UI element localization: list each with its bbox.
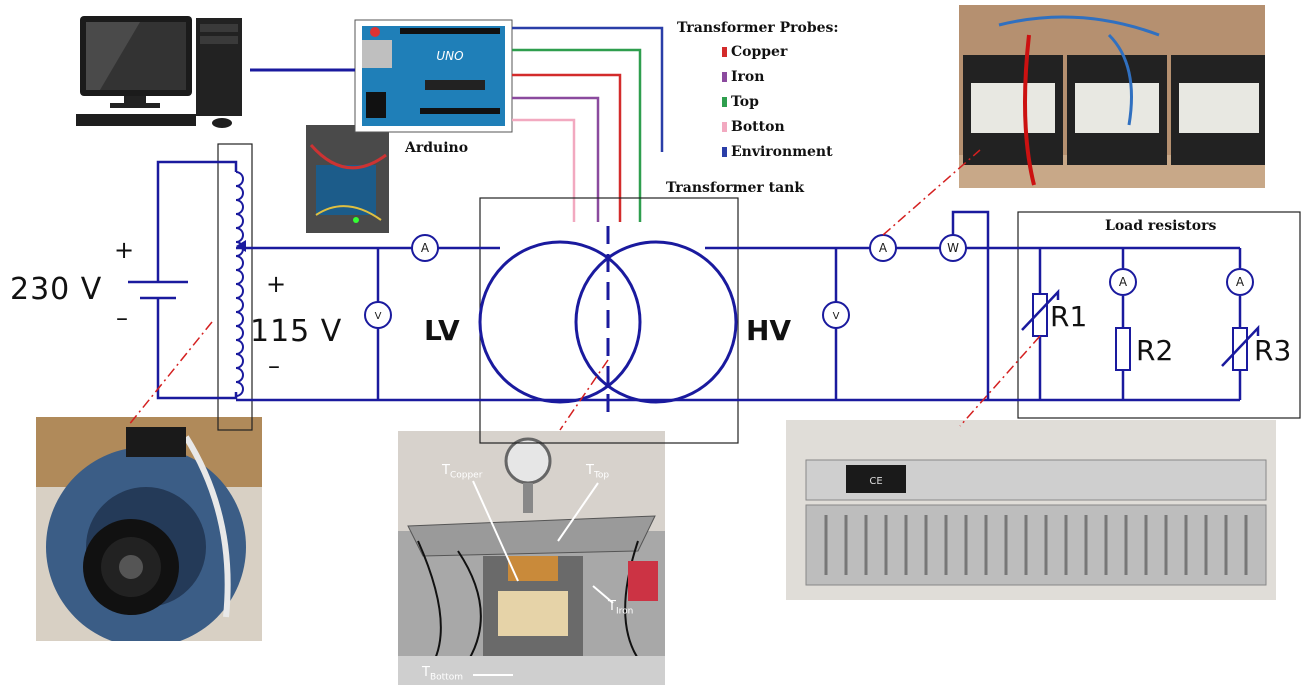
wattmeter — [939, 234, 967, 262]
lv-plus-sign: + — [266, 270, 287, 298]
hv-voltmeter — [822, 301, 850, 329]
probe-legend-markers — [722, 47, 727, 157]
source-plus-sign: + — [114, 236, 135, 264]
t-top-label: TTop — [586, 463, 610, 481]
probe-top-label: Top — [731, 94, 759, 110]
r3-variable-arrow — [1221, 324, 1260, 367]
computer-icon — [76, 16, 242, 128]
resistor-r3 — [1232, 327, 1248, 371]
r3-ammeter — [1226, 268, 1254, 296]
lv-winding-label: LV — [424, 314, 460, 347]
r3-ammeter-symbol: A — [1236, 275, 1245, 289]
lv-minus-sign: – — [268, 352, 280, 380]
hv-winding-label: HV — [746, 314, 792, 347]
lv-voltmeter — [364, 301, 392, 329]
arduino-board: UNO — [354, 19, 513, 133]
arduino-photo — [306, 125, 389, 233]
transformer-lv-winding — [478, 240, 642, 404]
lv-ammeter — [411, 234, 439, 262]
transformer-tank-label: Transformer tank — [666, 180, 805, 196]
circuit-wires — [156, 160, 1242, 402]
source-voltage-label: 230 V — [10, 272, 103, 307]
hv-voltmeter-symbol: V — [833, 311, 840, 322]
lv-ammeter-symbol: A — [421, 241, 430, 255]
variac-photo — [36, 417, 262, 641]
probe-botton-label: Botton — [731, 119, 785, 135]
variac-coil — [235, 171, 244, 397]
probe-iron-label: Iron — [731, 69, 765, 85]
t-iron-label: TIron — [608, 599, 634, 617]
lv-voltage-label: 115 V — [250, 314, 343, 349]
arduino-board-text: UNO — [436, 49, 463, 63]
lv-voltmeter-symbol: V — [375, 311, 382, 322]
resistor-sticker: CE — [869, 476, 882, 487]
r2-label: R2 — [1136, 334, 1174, 367]
r2-ammeter — [1109, 268, 1137, 296]
probes-title: Transformer Probes: — [677, 20, 839, 36]
probe-environment-label: Environment — [731, 144, 833, 160]
load-resistors-label: Load resistors — [1105, 218, 1217, 234]
hv-ammeter-symbol: A — [879, 241, 888, 255]
variac-wiper-arrow — [236, 240, 246, 252]
resistor-r2 — [1115, 327, 1131, 371]
transformer-hv-winding — [574, 240, 738, 404]
wattmeter-symbol: W — [947, 241, 959, 255]
variac-box — [217, 143, 253, 431]
probe-wires — [512, 26, 664, 222]
load-resistors-photo: CE — [786, 420, 1276, 600]
r1-variable-arrow — [1021, 288, 1060, 331]
r2-ammeter-symbol: A — [1119, 275, 1128, 289]
r3-label: R3 — [1254, 334, 1292, 367]
transformer-photo: TCopper TTop TIron TBottom — [398, 431, 665, 685]
source-minus-sign: – — [116, 304, 128, 332]
meters-photo — [959, 5, 1265, 188]
probe-copper-label: Copper — [731, 44, 788, 60]
arduino-label: Arduino — [405, 140, 469, 156]
source-battery-symbol — [128, 262, 188, 300]
t-bottom-label: TBottom — [422, 665, 463, 683]
r1-label: R1 — [1050, 300, 1088, 333]
t-copper-label: TCopper — [442, 463, 483, 481]
photo-pointer-lines — [127, 149, 1041, 431]
load-resistors-box — [1017, 211, 1301, 419]
